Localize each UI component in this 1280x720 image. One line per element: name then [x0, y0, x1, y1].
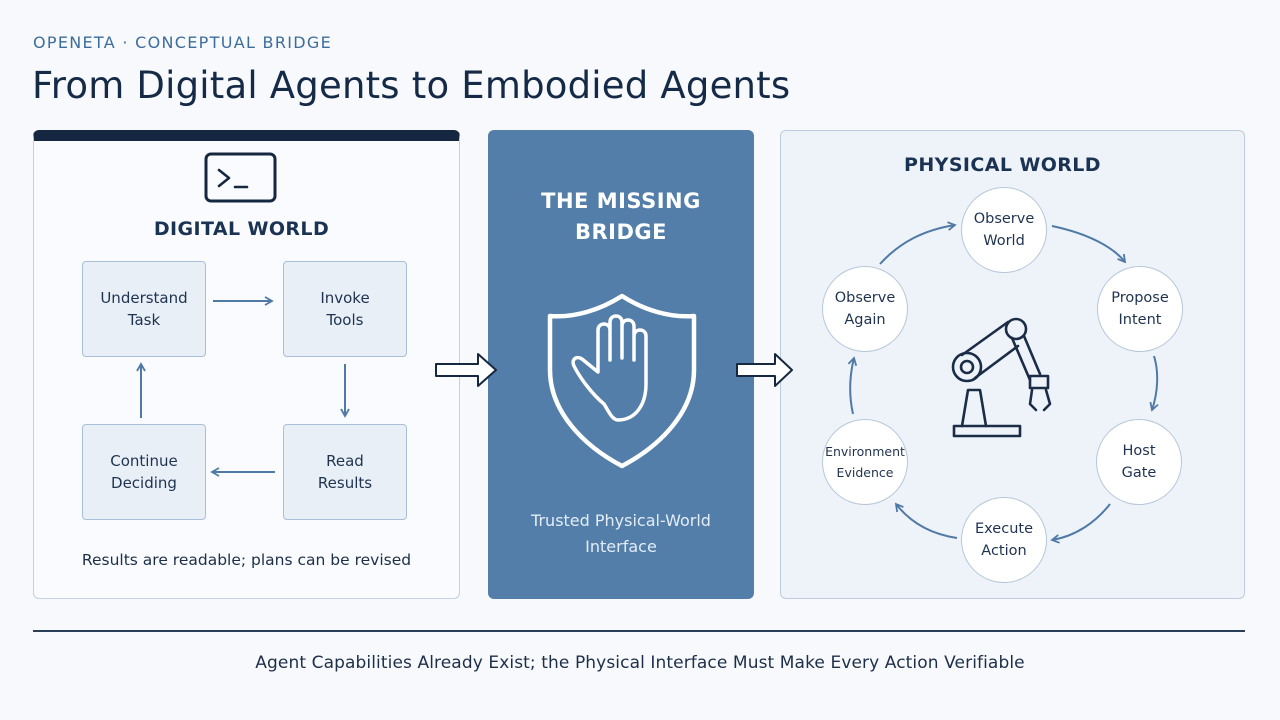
- cycle-observe-world: Observe World: [961, 187, 1047, 273]
- step-continue-deciding: Continue Deciding: [82, 424, 206, 520]
- digital-world-panel: [33, 130, 460, 599]
- cycle-environment-evidence: Environment Evidence: [822, 419, 908, 505]
- step-understand-task: Understand Task: [82, 261, 206, 357]
- bridge-heading: THE MISSING BRIDGE: [541, 189, 701, 244]
- digital-world-heading: DIGITAL WORLD: [153, 218, 330, 240]
- cycle-propose-intent: Propose Intent: [1097, 266, 1183, 352]
- digital-world-caption: Results are readable; plans can be revis…: [81, 551, 412, 569]
- bridge-caption: Trusted Physical-World Interface: [531, 511, 711, 556]
- step-read-results: Read Results: [283, 424, 407, 520]
- footer-divider: [33, 630, 1245, 632]
- footer-statement: Agent Capabilities Already Exist; the Ph…: [255, 653, 1025, 673]
- cycle-observe-again: Observe Again: [822, 266, 908, 352]
- step-invoke-tools: Invoke Tools: [283, 261, 407, 357]
- eyebrow-label: OPENETA · CONCEPTUAL BRIDGE: [33, 33, 332, 52]
- physical-world-heading: PHYSICAL WORLD: [904, 154, 1101, 176]
- cycle-host-gate: Host Gate: [1096, 419, 1182, 505]
- cycle-execute-action: Execute Action: [961, 497, 1047, 583]
- page-title: From Digital Agents to Embodied Agents: [32, 64, 791, 107]
